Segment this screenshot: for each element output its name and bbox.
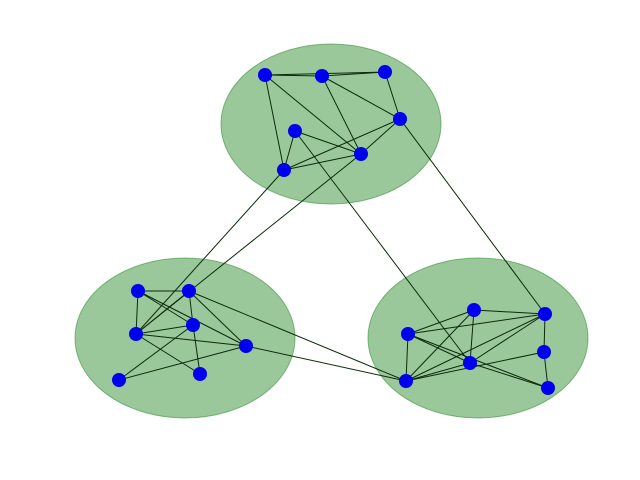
node-r7 — [541, 381, 555, 395]
node-t4 — [288, 124, 302, 138]
edge-t7-l3 — [135, 169, 285, 335]
node-l5 — [239, 339, 253, 353]
edge-r4-r7 — [407, 333, 549, 389]
node-t7 — [277, 163, 291, 177]
cluster-bottom-left — [74, 257, 296, 419]
edge-l2-l5 — [188, 290, 247, 347]
cluster-top — [220, 43, 442, 205]
edge-r5-r7 — [469, 362, 549, 389]
edge-r2-r6 — [405, 313, 546, 382]
node-r3 — [537, 345, 551, 359]
edge-t6-l3 — [135, 153, 362, 335]
edge-l3-l5 — [135, 333, 247, 347]
node-t2 — [315, 69, 329, 83]
node-r5 — [463, 356, 477, 370]
edge-r1-r5 — [469, 309, 475, 364]
node-r2 — [538, 307, 552, 321]
edge-l1-l3 — [135, 290, 139, 335]
edges-layer — [118, 71, 549, 389]
edge-r2-r4 — [407, 313, 546, 335]
node-t6 — [354, 147, 368, 161]
edge-l2-r6 — [188, 290, 407, 382]
node-r6 — [399, 374, 413, 388]
node-t3 — [378, 65, 392, 79]
node-r1 — [467, 303, 481, 317]
edge-l5-l7 — [118, 345, 247, 381]
nodes-layer — [112, 65, 555, 395]
edge-l1-l4 — [137, 290, 194, 326]
edge-t3-t5 — [384, 71, 401, 120]
edge-t2-t5 — [321, 75, 401, 120]
node-l1 — [131, 284, 145, 298]
cluster-bottom-right — [367, 257, 589, 419]
node-l7 — [112, 373, 126, 387]
edge-r1-r6 — [405, 309, 475, 382]
edge-l4-l6 — [192, 324, 201, 375]
edge-t5-t6 — [360, 118, 401, 155]
edge-l5-r6 — [245, 345, 407, 382]
edge-l4-l7 — [118, 324, 194, 381]
edge-t1-t7 — [264, 74, 285, 171]
edge-t5-t7 — [283, 118, 401, 171]
edge-t5-r2 — [399, 118, 546, 315]
edge-r1-r2 — [473, 309, 546, 315]
edge-r4-r6 — [405, 333, 409, 382]
edge-t4-t6 — [294, 130, 362, 155]
node-t1 — [258, 68, 272, 82]
node-l3 — [129, 327, 143, 341]
edge-t6-t7 — [283, 153, 362, 171]
edge-r4-r5 — [407, 333, 471, 364]
edge-r1-r4 — [407, 309, 475, 335]
edge-r5-r6 — [405, 362, 471, 382]
node-l6 — [193, 367, 207, 381]
node-l4 — [186, 318, 200, 332]
edge-t1-t6 — [264, 74, 362, 155]
edge-r2-r5 — [469, 313, 546, 364]
edge-t2-t6 — [321, 75, 362, 155]
node-r4 — [401, 327, 415, 341]
node-t5 — [393, 112, 407, 126]
edge-l3-l4 — [135, 324, 194, 335]
node-l2 — [182, 284, 196, 298]
edge-l3-l6 — [135, 333, 201, 375]
edge-t4-r5 — [294, 130, 471, 364]
